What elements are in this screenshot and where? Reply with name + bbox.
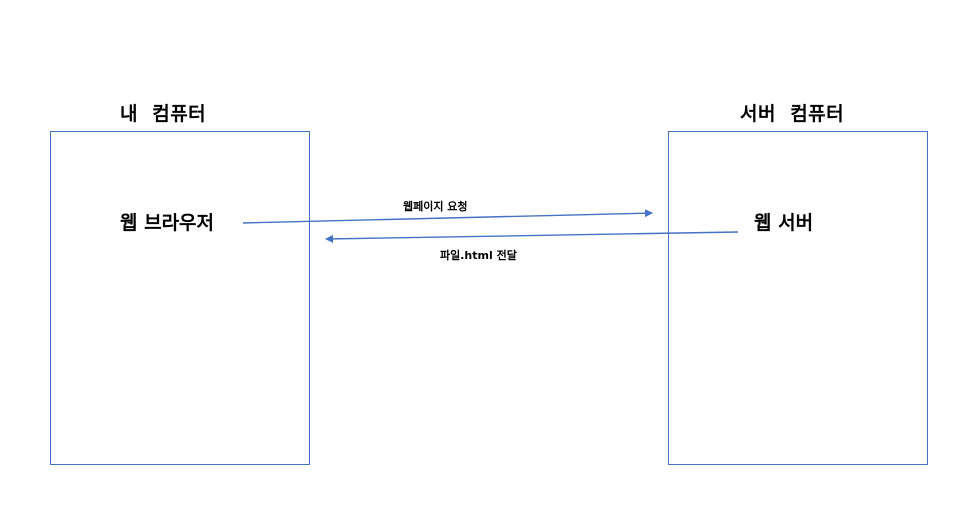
web-server-label: 웹 서버 — [754, 212, 814, 234]
server-computer-box — [668, 131, 928, 465]
response-arrow — [325, 231, 739, 243]
server-computer-title: 서버 컴퓨터 — [740, 103, 845, 125]
my-computer-title: 내 컴퓨터 — [120, 103, 207, 125]
request-arrow — [242, 209, 653, 224]
my-computer-box — [50, 131, 310, 465]
request-label: 웹페이지 요청 — [403, 200, 468, 213]
web-browser-label: 웹 브라우저 — [120, 212, 215, 234]
response-label: 파일.html 전달 — [440, 249, 517, 262]
